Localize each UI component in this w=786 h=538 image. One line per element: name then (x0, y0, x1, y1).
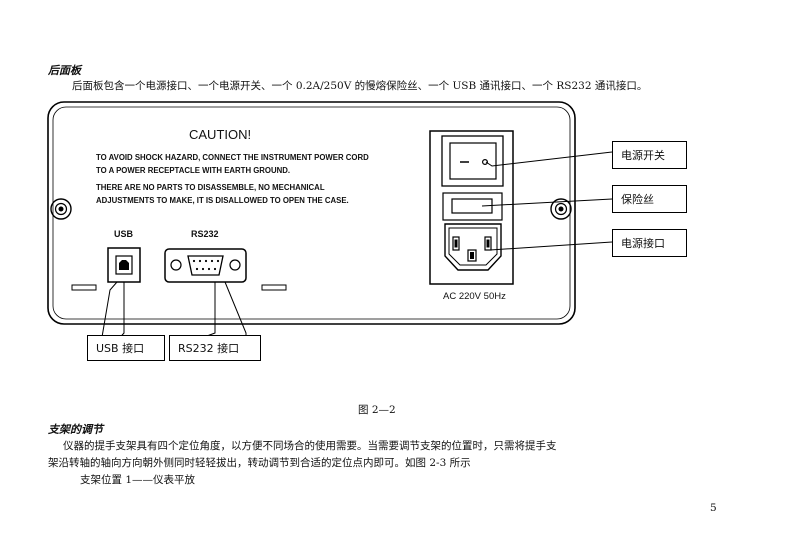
figure-caption: 图 2—2 (358, 404, 396, 416)
socket-leader-line (489, 241, 613, 251)
left-slot (71, 284, 97, 291)
callout-usb-port: USB 接口 (87, 335, 165, 361)
rs232-leader-line-1 (187, 282, 216, 344)
usb-leader-line-2 (100, 281, 118, 344)
page-number: 5 (710, 502, 717, 514)
callout-power-socket: 电源接口 (612, 229, 687, 257)
rear-panel-intro: 后面板包含一个电源接口、一个电源开关、一个 0.2A/250V 的慢熔保险丝、一… (72, 80, 648, 92)
power-switch-icon (441, 135, 504, 187)
rs232-leader-line-2 (224, 281, 247, 343)
callout-rs232-port: RS232 接口 (169, 335, 261, 361)
panel-outer-frame (47, 101, 576, 325)
fuse-leader-line (481, 198, 613, 207)
stand-para-line-1: 仪器的提手支架具有四个定位角度，以方便不同场合的使用需要。当需要调节支架的位置时… (63, 440, 557, 452)
middle-slot (261, 284, 287, 291)
usb-port-label: USB (114, 229, 134, 239)
stand-para-line-2: 架沿转轴的轴向方向朝外侧同时轻轻拔出，转动调节到合适的定位点内即可。如图 2-3… (48, 457, 471, 469)
usb-leader-line-1 (114, 282, 125, 344)
rs232-port-label: RS232 (191, 229, 219, 239)
callout-power-switch: 电源开关 (612, 141, 687, 169)
caution-line-3: THERE ARE NO PARTS TO DISASSEMBLE, NO ME… (96, 183, 325, 192)
power-socket-icon (444, 223, 502, 271)
power-module-frame (429, 130, 514, 285)
section-title-stand-adjust: 支架的调节 (48, 423, 103, 436)
rs232-port-icon (164, 248, 247, 283)
stand-position-1: 支架位置 1——仪表平放 (80, 474, 196, 486)
caution-line-4: ADJUSTMENTS TO MAKE, IT IS DISALLOWED TO… (96, 195, 349, 205)
callout-fuse: 保险丝 (612, 185, 687, 213)
switch-leader-line (485, 151, 613, 167)
caution-title: CAUTION! (189, 127, 252, 142)
power-rating-label: AC 220V 50Hz (443, 291, 506, 302)
section-title-rear-panel: 后面板 (48, 64, 81, 77)
caution-text: TO AVOID SHOCK HAZARD, CONNECT THE INSTR… (96, 152, 369, 207)
usb-port-icon (107, 247, 141, 283)
fuse-holder-icon (442, 192, 503, 221)
caution-line-1: TO AVOID SHOCK HAZARD, CONNECT THE INSTR… (96, 153, 369, 162)
caution-line-2: TO A POWER RECEPTACLE WITH EARTH GROUND. (96, 165, 291, 175)
right-screw-icon (550, 198, 572, 220)
left-screw-icon (50, 198, 72, 220)
